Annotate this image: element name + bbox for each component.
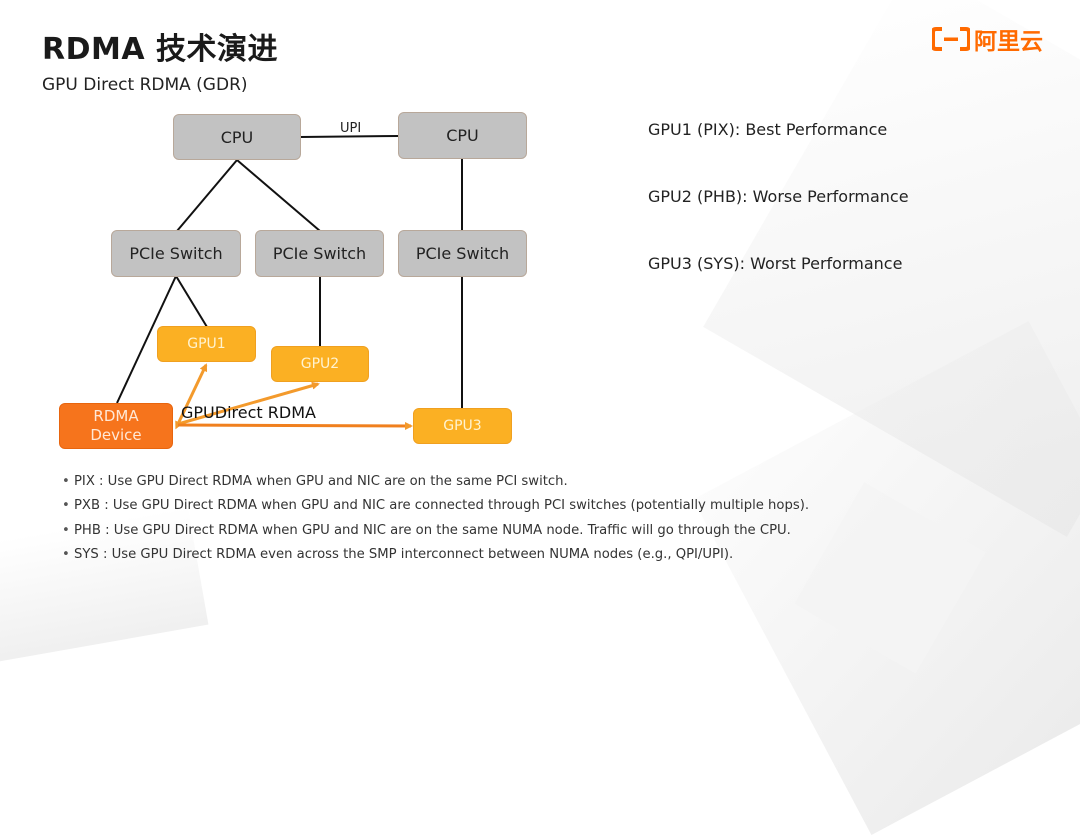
performance-gpu1: GPU1 (PIX): Best Performance xyxy=(648,120,888,139)
logo-text: 阿里云 xyxy=(974,29,1043,55)
notes-list: PIX : Use GPU Direct RDMA when GPU and N… xyxy=(62,470,809,567)
performance-gpu2: GPU2 (PHB): Worse Performance xyxy=(648,187,909,206)
slide-title: RDMA 技术演进 xyxy=(42,32,279,67)
aliyun-logo-icon xyxy=(932,27,970,51)
pcie-switch-3-label: PCIe Switch xyxy=(415,244,510,263)
gdr-arrow-gpu1 xyxy=(175,363,208,430)
note-pxb: PXB : Use GPU Direct RDMA when GPU and N… xyxy=(62,494,809,518)
pcie-switch-1-label: PCIe Switch xyxy=(129,244,223,263)
switch1-to-rdma-link xyxy=(116,275,177,404)
pcie-switch-2-label: PCIe Switch xyxy=(272,244,367,263)
pcie-switch-3: PCIe Switch xyxy=(398,230,527,277)
gpu1-label: GPU1 xyxy=(187,336,226,352)
rdma-device-label-line1: RDMA xyxy=(93,407,139,425)
note-phb: PHB : Use GPU Direct RDMA when GPU and N… xyxy=(62,519,809,543)
gpu3-node: GPU3 xyxy=(413,408,512,444)
note-sys: SYS : Use GPU Direct RDMA even across th… xyxy=(62,543,809,567)
performance-gpu3: GPU3 (SYS): Worst Performance xyxy=(648,254,903,273)
gpudirect-rdma-label: GPUDirect RDMA xyxy=(181,403,316,422)
pcie-switch-2: PCIe Switch xyxy=(255,230,384,277)
pcie-switch-1: PCIe Switch xyxy=(111,230,241,277)
topology-connectors xyxy=(116,135,463,430)
cpu-right-label: CPU xyxy=(446,126,479,145)
upi-link xyxy=(299,135,400,138)
gdr-arrow-gpu3 xyxy=(177,421,413,430)
rdma-device-label-line2: Device xyxy=(90,426,142,444)
gpu3-label: GPU3 xyxy=(443,418,482,434)
gpu1-node: GPU1 xyxy=(157,326,256,362)
aliyun-logo: 阿里云 xyxy=(932,22,1043,56)
cpu-to-switch1-link xyxy=(176,159,238,232)
slide-subtitle: GPU Direct RDMA (GDR) xyxy=(42,75,248,95)
cpu-node-left: CPU xyxy=(173,114,301,160)
cpu-left-label: CPU xyxy=(220,127,254,147)
note-pix: PIX : Use GPU Direct RDMA when GPU and N… xyxy=(62,470,809,494)
cpu-to-switch2-link xyxy=(236,159,321,232)
gpu2-node: GPU2 xyxy=(271,346,369,382)
upi-label: UPI xyxy=(340,121,362,136)
switch1-to-gpu1-link xyxy=(175,275,208,328)
gdr-arrow-gpu2 xyxy=(177,381,320,426)
cpu-node-right: CPU xyxy=(398,112,527,159)
gpu2-label: GPU2 xyxy=(300,356,340,372)
rdma-device-node: RDMA Device xyxy=(59,403,173,449)
